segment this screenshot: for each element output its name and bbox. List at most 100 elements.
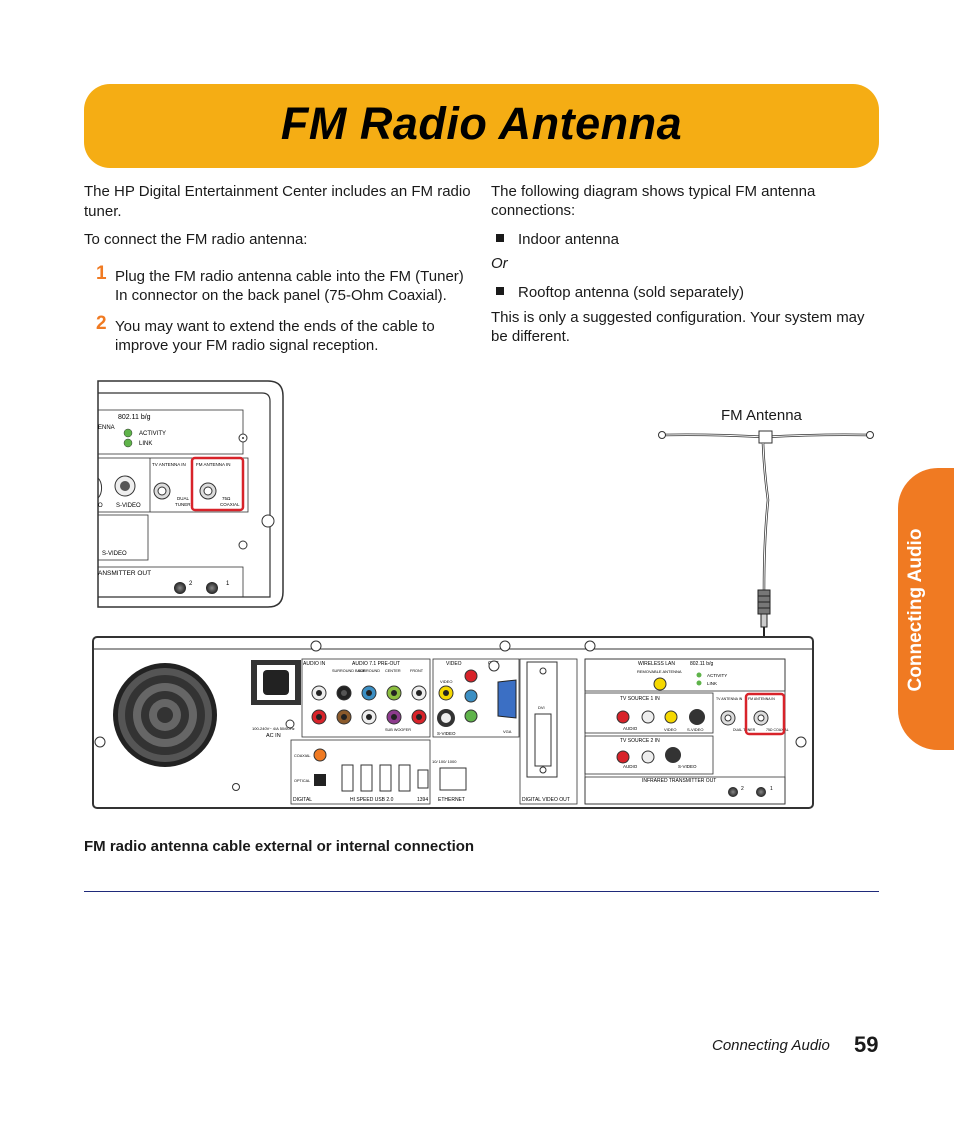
step-number: 1 [96, 263, 107, 284]
ir-out-label: INFRARED TRANSMITTER OUT [642, 778, 716, 784]
diagram-intro-line: connections: [491, 202, 576, 219]
ir-jack-icon [728, 787, 738, 797]
zoom-activity-label: ACTIVITY [139, 431, 166, 437]
step-text-line: You may want to extend the ends of the c… [115, 318, 435, 335]
ac-in-label: AC IN [266, 733, 281, 739]
zoom-video-fragment: O [98, 503, 103, 509]
dvi-label: DVI [538, 705, 545, 710]
usb-port-icon [360, 764, 373, 792]
ac-rating-label: 100-240V~ 4/A 50/60Hz [252, 726, 295, 731]
note-line: be different. [491, 328, 570, 345]
svideo-jack-icon [689, 709, 705, 725]
zoom-coaxial-label: COAXIAL [220, 502, 240, 507]
link-led-icon [123, 438, 133, 448]
zoom-tv-antenna-label: TV ANTENNA IN [152, 462, 186, 467]
screw-icon [499, 640, 511, 652]
zoom-fm-antenna-label: FM ANTENNA IN [196, 462, 231, 467]
screw-icon [232, 783, 240, 791]
zoom-tuner-label: TUNER [175, 502, 191, 507]
digital-label: DIGITAL [293, 797, 312, 803]
digital-video-out-label: DIGITAL VIDEO OUT [522, 797, 570, 803]
ir-jack-icon [756, 787, 766, 797]
step-number: 2 [96, 313, 107, 334]
zoom-svideo-label: S-VIDEO [116, 503, 141, 509]
screw-icon [94, 736, 106, 748]
tv-antenna-label: TV ANTENNA IN [716, 697, 743, 701]
svideo-label: S-VIDEO [678, 764, 697, 769]
bullet-text: Rooftop antenna (sold separately) [518, 284, 744, 301]
footer-section-label: Connecting Audio [712, 1037, 830, 1054]
sub-woofer-label: SUB WOOFER [385, 728, 411, 732]
zoom-dual-label: DUAL [177, 496, 190, 501]
wifi-label: 802.11 b/g [690, 661, 713, 667]
figure-caption: FM radio antenna cable external or inter… [84, 838, 475, 855]
lead-paragraph: To connect the FM radio antenna: [84, 231, 308, 248]
vga-port-icon [497, 679, 517, 719]
bullet-marker [496, 234, 504, 242]
audio-jack-icon [641, 750, 655, 764]
section-tab[interactable] [898, 468, 954, 750]
zoom-wifi-label: 802.11 b/g [118, 414, 151, 421]
optical-label: OPTICAL [294, 779, 310, 783]
audio-label: AUDIO [623, 764, 638, 769]
svideo-label: S-VIDEO [687, 727, 703, 732]
coaxial-label: COAXIAL [294, 754, 310, 758]
video-label: VIDEO [664, 727, 676, 732]
bullet-text: Indoor antenna [518, 231, 619, 248]
port-number: 2 [741, 786, 744, 792]
zoom-link-label: LINK [139, 441, 152, 447]
wireless-lan-label: WIRELESS LAN [638, 661, 675, 667]
screw-icon [261, 514, 275, 528]
firewire-label: 1394 [417, 797, 428, 803]
screw-icon [238, 540, 248, 550]
diagram-intro-line: The following diagram shows typical FM a… [491, 183, 816, 200]
component-jack-icon [464, 669, 478, 683]
wifi-antenna-jack-icon [653, 677, 667, 691]
svideo-label: S-VIDEO [437, 731, 456, 736]
zoom-port-number: 1 [226, 581, 230, 587]
tv-source-1-label: TV SOURCE 1 IN [620, 696, 660, 702]
zoom-enna-label: ENNA [98, 425, 115, 431]
audio-jack-icon [641, 710, 655, 724]
note-line: This is only a suggested configuration. … [491, 309, 865, 326]
step-text-line: Plug the FM radio antenna cable into the… [115, 268, 464, 285]
ethernet-label: ETHERNET [438, 797, 465, 803]
fm-antenna-label: FM ANTENNA IN [748, 697, 775, 701]
video-label: VIDEO [446, 661, 462, 667]
dual-tuner-label: DUAL TUNER [733, 728, 756, 732]
usb-port-icon [398, 764, 411, 792]
ethernet-speed-label: 10/ 100/ 1000 [432, 759, 457, 764]
video-jack-icon [664, 710, 678, 724]
firewire-port-icon [417, 769, 429, 789]
fm-antenna-label: FM Antenna [721, 407, 802, 424]
vga-label: VGA [503, 729, 512, 734]
removable-antenna-label: REMOVABLE ANTENNA [637, 669, 682, 674]
divider-rule [84, 891, 879, 892]
ir-jack-icon [174, 582, 186, 594]
screw-icon [310, 640, 322, 652]
zoom-ohm-label: 75Ω [222, 496, 231, 501]
intro-paragraph: The HP Digital Entertainment Center incl… [84, 182, 479, 221]
component-jack-icon [464, 689, 478, 703]
page-title: FM Radio Antenna [280, 98, 683, 149]
zoom-svideo2-label: S-VIDEO [102, 551, 127, 557]
screw-icon [795, 736, 807, 748]
audio-jack-icon [616, 710, 630, 724]
coax-75-label: 75Ω COAXIAL [766, 728, 789, 732]
back-panel: 100-240V~ 4/A 50/60Hz AC IN AUDIO IN AUD… [92, 636, 814, 809]
usb-label: HI SPEED USB 2.0 [350, 797, 394, 803]
link-label: LINK [707, 681, 717, 686]
step-text-line: improve your FM radio signal reception. [115, 337, 379, 354]
activity-led-icon [123, 428, 133, 438]
ir-jack-icon [206, 582, 218, 594]
page-number: 59 [854, 1032, 879, 1057]
port-number: 1 [770, 786, 773, 792]
zoomed-back-panel: 802.11 b/g ENNA ACTIVITY LINK TV ANTENNA… [97, 380, 284, 608]
audio-label: AUDIO [623, 726, 638, 731]
screw-icon [584, 640, 596, 652]
zoom-port-number: 2 [189, 581, 193, 587]
bullet-item: Rooftop antenna (sold separately) [496, 283, 744, 303]
front-label: FRONT [410, 669, 424, 673]
title-banner: FM Radio Antenna [84, 84, 879, 168]
